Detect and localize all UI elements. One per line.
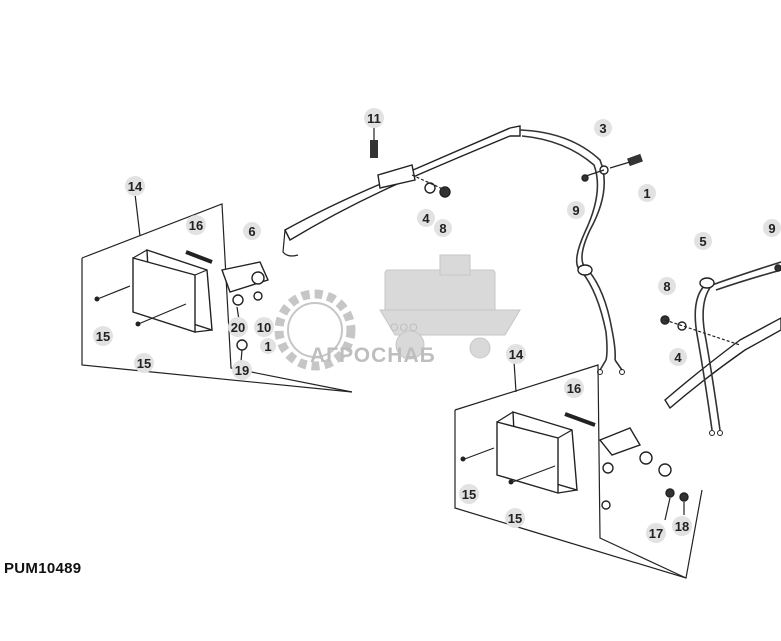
nut-18 [679,492,689,502]
callout-1-left: 1 [260,338,276,354]
combine-harvester-icon [379,254,521,360]
callout-6: 6 [243,222,261,240]
callout-1-top: 1 [638,184,656,202]
nut-right [658,463,672,477]
washer-right [639,451,653,465]
left-group-frame [81,203,353,393]
svg-text:18: 18 [675,519,689,534]
callout-17: 17 [646,523,666,543]
screw-15-right-b [509,465,556,484]
svg-text:19: 19 [235,363,249,378]
svg-text:4: 4 [422,211,430,226]
right-mount-arm [660,261,781,436]
svg-text:14: 14 [509,347,524,362]
svg-text:3: 3 [599,121,606,136]
callout-8-top: 8 [434,219,452,237]
svg-text:14: 14 [128,179,143,194]
clip-9-top [581,174,589,182]
svg-text:8: 8 [439,221,446,236]
watermark-logo: ООО АГРОСНАБ [274,254,521,371]
callout-15-left-a: 15 [93,326,113,346]
callout-11: 11 [364,108,384,128]
callout-16-left: 16 [186,215,206,235]
bolt-16-right [564,412,596,427]
right-work-lamp [496,411,578,494]
svg-text:16: 16 [189,218,203,233]
washer-4-top [424,182,436,194]
callout-15-right-a: 15 [459,484,479,504]
callout-20: 20 [228,317,248,337]
svg-text:17: 17 [649,526,663,541]
screw-15-left-b [135,303,187,326]
clip-9-right [774,264,781,272]
callouts: 11 3 1 9 4 8 14 16 6 20 10 1 19 15 15 5 … [93,108,781,543]
right-lamp-assembly [454,360,703,579]
svg-text:4: 4 [674,350,682,365]
screw-15-left-a [94,285,131,301]
bracket-right [598,427,672,477]
washer-4-right [677,321,687,331]
mount-plate [377,164,416,189]
callout-4-right: 4 [669,348,687,366]
washer-10 [253,291,263,301]
leader-14-left [134,193,141,237]
svg-text:11: 11 [367,111,381,126]
screw-15-right-a [461,447,495,461]
callout-15-left-b: 15 [134,353,154,373]
svg-text:15: 15 [462,487,476,502]
right-group-frame [454,364,687,579]
svg-text:15: 15 [137,356,151,371]
grommet-top [577,264,593,276]
svg-text:6: 6 [248,224,255,239]
gear-icon [274,289,356,371]
callout-18: 18 [672,516,692,536]
callout-19: 19 [232,360,252,380]
svg-text:8: 8 [663,279,670,294]
nut-8-top [439,186,451,198]
watermark-name: АГРОСНАБ [310,344,436,367]
svg-text:15: 15 [508,511,522,526]
bolt-16-left [185,249,213,264]
left-group-frame-lower [81,258,353,393]
right-group-frame-lower [454,410,703,579]
svg-text:5: 5 [699,234,706,249]
callout-9-top: 9 [567,201,585,219]
callout-4-top: 4 [417,209,435,227]
left-lamp-assembly [81,193,353,393]
spacer-right [602,462,614,474]
callout-10: 10 [254,317,274,337]
nut-19 [236,339,248,351]
left-work-lamp [132,249,213,333]
callout-15-right-b: 15 [505,508,525,528]
bolt-11 [370,140,378,158]
svg-text:20: 20 [231,320,245,335]
diagram-id-code: PUM10489 [4,560,82,577]
grommet-5 [699,277,715,289]
callout-3: 3 [594,119,612,137]
svg-text:16: 16 [567,381,581,396]
svg-text:9: 9 [768,221,775,236]
callout-5: 5 [694,232,712,250]
bracket-6 [221,261,269,293]
svg-text:1: 1 [643,186,650,201]
svg-text:10: 10 [257,320,271,335]
svg-text:15: 15 [96,329,110,344]
svg-text:1: 1 [264,339,271,354]
callout-8-right: 8 [658,277,676,295]
washer-20 [232,294,244,306]
callout-14-left: 14 [125,176,145,196]
callout-9-right: 9 [763,219,781,237]
screw-1-top [627,153,643,167]
callout-16-right: 16 [564,378,584,398]
upper-mount-arm [282,125,521,257]
washer-17 [665,488,675,498]
svg-text:9: 9 [572,203,579,218]
spacer-right-b [601,500,611,510]
watermark-company: ООО [390,322,419,334]
callout-14-right: 14 [506,344,526,364]
cable-harness-top [519,129,643,375]
